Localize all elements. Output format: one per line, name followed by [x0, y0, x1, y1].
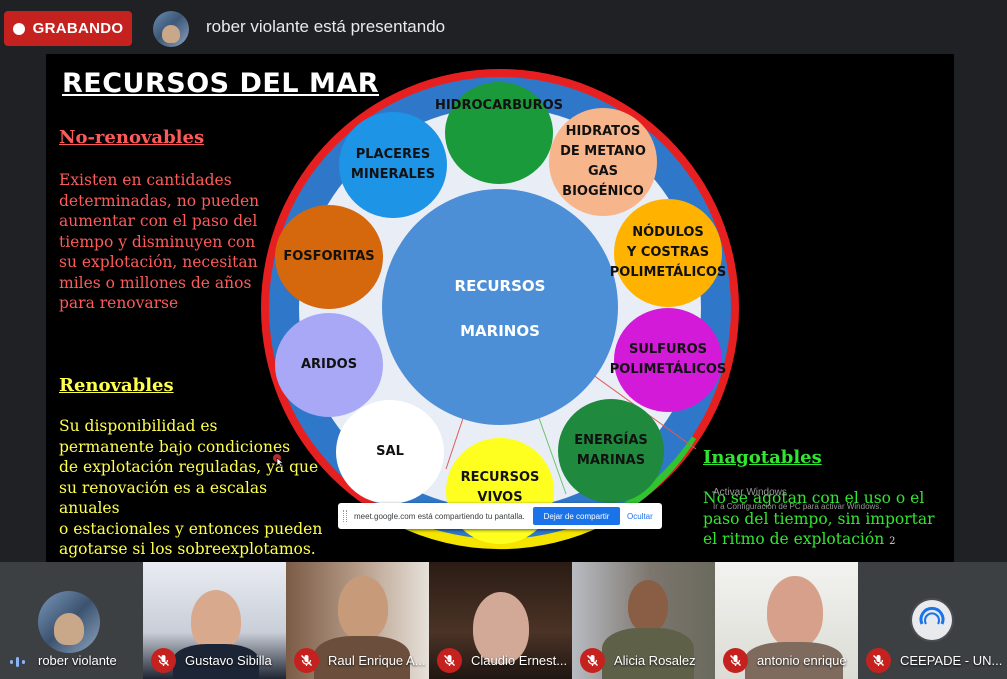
mic-off-icon	[294, 648, 319, 673]
participant-video	[628, 580, 668, 632]
participant-name: antonio enrique	[757, 653, 847, 668]
meeting-top-bar: GRABANDO rober violante está presentando	[0, 0, 1007, 54]
recording-dot-icon	[12, 22, 25, 35]
participant-video	[191, 590, 241, 652]
participant-name: Alicia Rosalez	[614, 653, 696, 668]
renewable-text: Su disponibilidad es permanente bajo con…	[59, 417, 323, 558]
circle-placeres: PLACERES MINERALES	[339, 112, 447, 218]
circle-aridos: ARIDOS	[275, 313, 383, 417]
center-circle-recursos-marinos: RECURSOS MARINOS	[382, 189, 618, 425]
participant-video	[473, 592, 529, 664]
slide-page-number: 2	[889, 536, 896, 547]
mic-off-icon	[580, 648, 605, 673]
participant-tile[interactable]: rober violante	[0, 562, 143, 679]
ceepade-logo-icon	[910, 598, 954, 642]
participant-tile[interactable]: Gustavo Sibilla	[143, 562, 286, 679]
mic-off-icon	[723, 648, 748, 673]
circle-nodulos: NÓDULOS Y COSTRAS POLIMETÁLICOS	[610, 199, 726, 307]
inexhaustible-text: No se agotan con el uso o el paso del ti…	[703, 489, 935, 548]
nonrenewable-text: Existen en cantidades determinadas, no p…	[59, 171, 260, 312]
participant-tile[interactable]: Raul Enrique A...	[286, 562, 429, 679]
drag-handle-icon[interactable]	[343, 510, 347, 522]
screen-share-notification: meet.google.com está compartiendo tu pan…	[338, 503, 662, 529]
circle-sulfuros: SULFUROS POLIMETÁLICOS	[610, 308, 726, 412]
speaking-icon	[10, 657, 25, 667]
circle-hidratos: HIDRATOS DE METANO GAS BIOGÉNICO	[549, 108, 657, 216]
mic-off-icon	[151, 648, 176, 673]
participant-tile[interactable]: Alicia Rosalez	[572, 562, 715, 679]
mic-off-icon	[437, 648, 462, 673]
circle-energias: ENERGÍAS MARINAS	[558, 399, 664, 503]
circle-hidrocarburos: HIDROCARBUROS	[435, 82, 563, 184]
presenter-status: rober violante está presentando	[206, 17, 446, 36]
participant-tile[interactable]: antonio enrique	[715, 562, 858, 679]
mouse-cursor-icon	[273, 454, 284, 467]
participant-avatar	[38, 591, 100, 653]
participant-name: Gustavo Sibilla	[185, 653, 272, 668]
inexhaustible-heading: Inagotables	[703, 447, 822, 468]
participant-video	[767, 576, 823, 648]
stop-sharing-button[interactable]: Dejar de compartir	[533, 507, 620, 525]
participant-name: CEEPADE - UN...	[900, 653, 1003, 668]
renewable-heading: Renovables	[59, 375, 174, 396]
circle-sal: SAL	[336, 400, 444, 504]
participants-strip: rober violante Gustavo Sibilla Raul Enri…	[0, 562, 1007, 679]
participant-name: Claudio Ernest...	[471, 653, 568, 668]
center-label-2: MARINOS	[460, 322, 540, 340]
shared-screen-slide: RECURSOS DEL MAR No-renovables Existen e…	[46, 54, 954, 562]
recording-badge[interactable]: GRABANDO	[4, 11, 132, 46]
circle-fosforitas: FOSFORITAS	[275, 205, 383, 309]
share-message: meet.google.com está compartiendo tu pan…	[354, 512, 525, 521]
hide-button[interactable]: Ocultar	[627, 512, 653, 521]
presenter-avatar	[153, 11, 189, 47]
nonrenewable-heading: No-renovables	[59, 127, 205, 148]
center-label-1: RECURSOS	[454, 277, 546, 295]
participant-tile[interactable]: Claudio Ernest...	[429, 562, 572, 679]
slide-title: RECURSOS DEL MAR	[62, 68, 380, 99]
participant-video	[338, 576, 388, 640]
recording-label: GRABANDO	[32, 20, 124, 37]
participant-name: Raul Enrique A...	[328, 653, 426, 668]
mic-off-icon	[866, 648, 891, 673]
windows-watermark-title: Activar Windows	[713, 487, 787, 498]
windows-watermark-subtitle: Ir a Configuración de PC para activar Wi…	[713, 502, 882, 511]
participant-tile[interactable]: CEEPADE - UN...	[858, 562, 1007, 679]
participant-name: rober violante	[38, 653, 117, 668]
